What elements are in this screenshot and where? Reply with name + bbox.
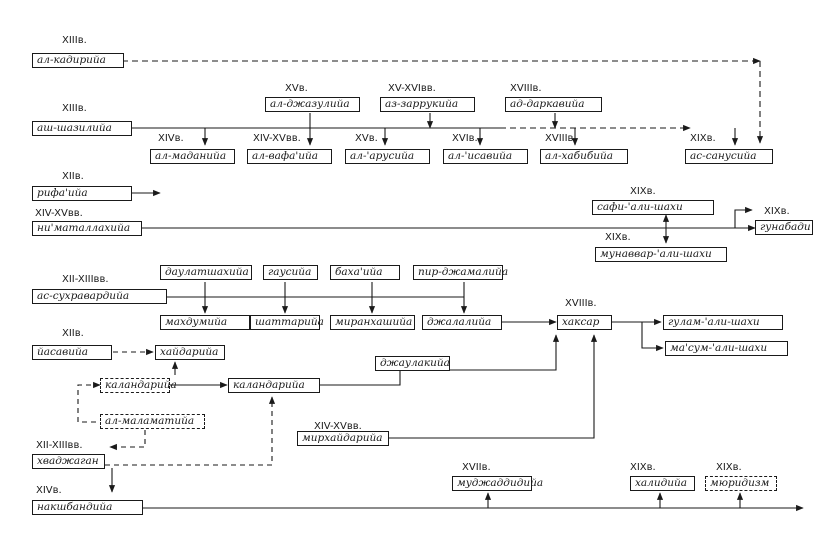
node-arusiyya: ал-'арусийа (345, 149, 430, 164)
node-nimatullahiyya: ни'маталлахийа (32, 221, 142, 236)
century-label: XVIIIв. (545, 133, 577, 144)
node-muridizm: мюридизм (705, 476, 777, 491)
node-shattariyya: шаттарийа (250, 315, 324, 330)
node-sanusiyya: ас-санусийа (685, 149, 773, 164)
century-label: XV-XVIвв. (388, 83, 436, 94)
node-isawiyya: ал-'исавийа (443, 149, 528, 164)
century-label: XIXв. (690, 133, 716, 144)
edge-mirhaydariyya-to-khaksar (388, 334, 598, 439)
century-label: XIVв. (158, 133, 184, 144)
edge-khwajagan-to-qalandariyya (105, 396, 276, 466)
node-masum-ali-shahi: ма'сум-'али-шахи (665, 341, 788, 356)
century-label: XVIIIв. (510, 83, 542, 94)
node-ghulam-ali-shahi: гулам-'али-шахи (663, 315, 783, 330)
node-naqshbandiyya: накшбандийа (32, 500, 143, 515)
node-qalandariyya: каландарийа (228, 378, 320, 393)
node-ghawsiyya: гаусийа (263, 265, 318, 280)
node-qalandariyya-dashed: каландарийа (100, 378, 177, 393)
century-label: XVIIв. (462, 462, 491, 473)
century-label: XIIв. (62, 171, 84, 182)
node-jalaliyya: джалалийа (422, 315, 502, 330)
century-label: XVIв. (452, 133, 478, 144)
node-qadiriyya: ал-кадирийа (32, 53, 124, 68)
century-label: XIXв. (630, 462, 656, 473)
century-label: XVв. (285, 83, 308, 94)
century-label: XIXв. (630, 186, 656, 197)
century-label: XIXв. (605, 232, 631, 243)
century-label: XIV-XVвв. (314, 421, 362, 432)
node-haydariyya: хайдарийа (155, 345, 225, 360)
century-label: XVв. (355, 133, 378, 144)
node-bahaiyya: баха'ийа (330, 265, 400, 280)
node-mirhaydariyya: мирхайдарийа (297, 431, 389, 446)
node-habibiyya: ал-хабибийа (540, 149, 628, 164)
edge-gunabadi-out (734, 206, 753, 228)
node-pir-jamaliyya: пир-джамалийа (413, 265, 508, 280)
node-khwajagan: хваджаган (32, 454, 105, 469)
node-darqawiyya: ад-даркавийа (505, 97, 602, 112)
century-label: XIIIв. (62, 103, 87, 114)
node-rifaiyya: рифа'ийа (32, 186, 132, 201)
node-suhrawardiyya: ас-сухравардийа (32, 289, 167, 304)
node-gunabadi: гунабади (755, 220, 813, 235)
node-safi-ali-shahi: сафи-'али-шахи (592, 200, 714, 215)
node-dawlatshahiyya: даулатшахийа (160, 265, 252, 280)
node-wafaiyya: ал-вафа'ийа (247, 149, 332, 164)
century-label: XIIв. (62, 328, 84, 339)
century-label: XIV-XVвв. (35, 208, 83, 219)
edge-khaksar-to-masum (641, 322, 664, 352)
node-mujaddidiyya: муджаддидийа (452, 476, 543, 491)
century-label: XIXв. (764, 206, 790, 217)
century-label: XIV-XVвв. (253, 133, 301, 144)
node-zarruqiyya: аз-заррукийа (380, 97, 475, 112)
node-jawlakiyya: джаулакийа (375, 356, 450, 371)
edge-malamatiyya-loop (77, 381, 101, 423)
node-madaniyya: ал-маданийа (150, 149, 235, 164)
century-label: XIXв. (716, 462, 742, 473)
node-miranshahiyya: миранхашийа (330, 315, 415, 330)
century-label: XIIIв. (62, 35, 87, 46)
century-label: XVIIIв. (565, 298, 597, 309)
edge-malamatiyya-down (109, 430, 146, 451)
century-label: XII-XIIIвв. (62, 274, 109, 285)
century-label: XII-XIIIвв. (36, 440, 83, 451)
node-munawwar-ali-shahi: мунаввар-'али-шахи (595, 247, 727, 262)
node-khalidiyya: халидийа (630, 476, 695, 491)
node-jazuliyya: ал-джазулийа (265, 97, 360, 112)
node-yasawiyya: йасавийа (32, 345, 112, 360)
node-makhdumiyya: махдумийа (160, 315, 250, 330)
node-shadhiliyya: аш-шазилийа (32, 121, 132, 136)
node-malamatiyya: ал-маламатийа (100, 414, 205, 429)
node-khaksar: хаксар (557, 315, 612, 330)
century-label: XIVв. (36, 485, 62, 496)
